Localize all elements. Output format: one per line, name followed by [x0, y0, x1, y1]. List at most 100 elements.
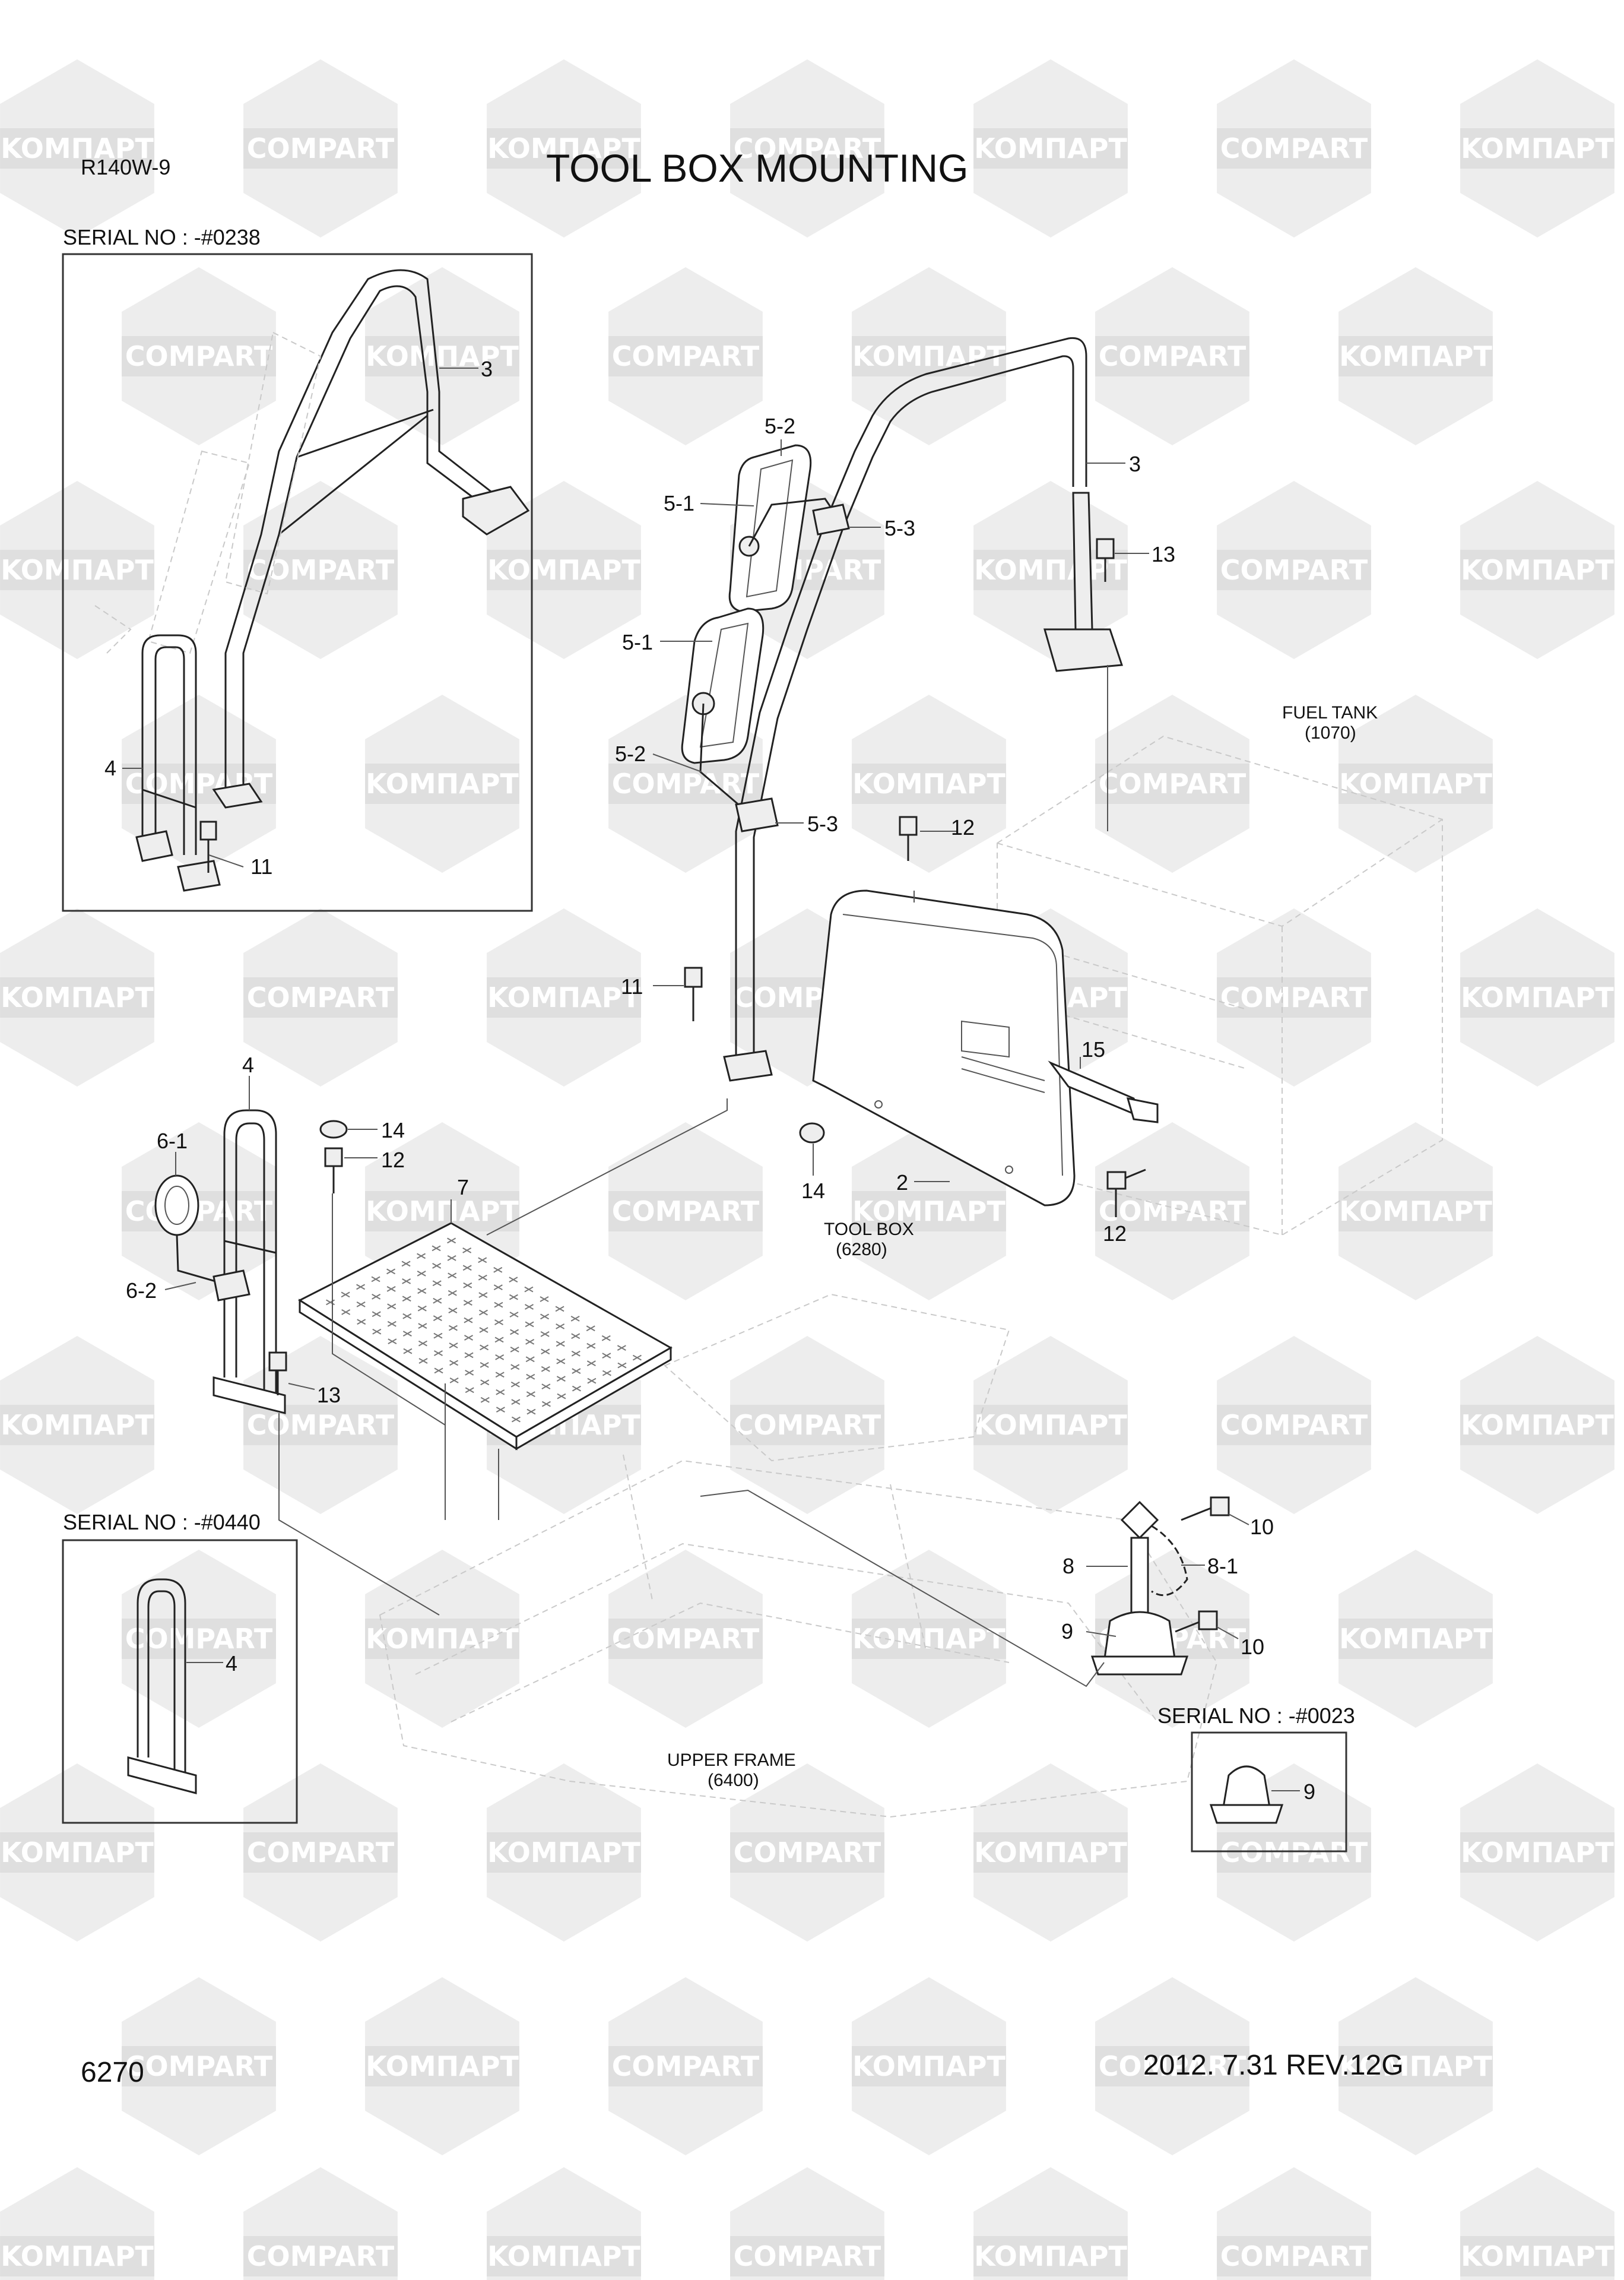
anti-slip-mark	[480, 1396, 490, 1403]
watermark-banner	[852, 764, 1006, 804]
anti-slip-mark	[464, 1335, 473, 1341]
anti-slip-mark	[479, 1327, 489, 1333]
anti-slip-mark	[448, 1325, 458, 1331]
watermark-banner	[487, 2236, 641, 2276]
anti-slip-mark	[557, 1393, 566, 1399]
watermark-text: COMPART	[247, 132, 395, 164]
anti-slip-mark	[402, 1331, 412, 1337]
anti-slip-mark	[462, 1247, 472, 1253]
anti-slip-mark	[372, 1328, 382, 1335]
watermark-banner	[122, 336, 276, 376]
watermark-text: COMPART	[247, 2240, 395, 2272]
watermark-text: COMPART	[1220, 132, 1368, 164]
watermark-text: COMPART	[1220, 2240, 1368, 2272]
anti-slip-mark	[417, 1288, 427, 1294]
watermark-text: KOMПAPT	[1, 1836, 154, 1869]
anti-slip-mark	[434, 1367, 443, 1374]
anti-slip-mark	[464, 1317, 473, 1323]
callout-10-bottom: 10	[1241, 1635, 1264, 1659]
anti-slip-mark	[401, 1261, 411, 1267]
anti-slip-mark	[541, 1348, 550, 1355]
watermark-text: COMPART	[1099, 768, 1246, 800]
watermark-text: KOMПAPT	[1339, 2050, 1492, 2082]
mirror-arm-6-2	[176, 1234, 250, 1302]
watermark-text: COMPART	[125, 340, 273, 372]
anti-slip-mark	[496, 1389, 505, 1395]
watermark-text: COMPART	[1099, 1195, 1246, 1227]
anti-slip-mark	[480, 1361, 489, 1368]
anti-slip-mark	[525, 1304, 534, 1310]
anti-slip-mark	[495, 1372, 505, 1378]
anti-slip-mark	[541, 1383, 551, 1390]
watermark-banner	[1095, 764, 1249, 804]
watermark-banner	[0, 977, 154, 1018]
anti-slip-mark	[555, 1306, 564, 1312]
watermark-banner	[122, 1191, 276, 1231]
anti-slip-mark	[525, 1321, 534, 1328]
tool-box-label: TOOL BOX	[824, 1220, 914, 1239]
watermark-banner	[243, 1832, 398, 1873]
bracket-9-main	[1090, 1611, 1189, 1676]
anti-slip-mark	[449, 1377, 459, 1383]
callout-7: 7	[457, 1175, 469, 1199]
anti-slip-mark	[356, 1284, 366, 1290]
anti-slip-mark	[526, 1373, 535, 1380]
callout-inset1-3: 3	[481, 357, 493, 381]
watermark-banner	[608, 2046, 763, 2086]
anti-slip-mark	[556, 1341, 565, 1347]
anti-slip-mark	[602, 1353, 611, 1359]
watermark-text: KOMПAPT	[366, 340, 519, 372]
watermark-banner	[852, 2046, 1006, 2086]
watermark-banner	[243, 128, 398, 169]
anti-slip-mark	[617, 1345, 626, 1351]
watermark-banner	[1460, 128, 1615, 169]
anti-slip-mark	[387, 1303, 397, 1310]
anti-slip-mark	[402, 1278, 411, 1284]
watermark-banner	[608, 1191, 763, 1231]
inset3-bracket-9	[1209, 1765, 1284, 1824]
anti-slip-mark	[572, 1368, 581, 1375]
anti-slip-mark	[417, 1253, 426, 1259]
watermark-text: COMPART	[1099, 340, 1246, 372]
anti-slip-mark	[541, 1401, 551, 1407]
watermark-text: COMPART	[125, 2050, 273, 2082]
grommet-14-left	[319, 1120, 348, 1139]
watermark-banner	[1338, 336, 1493, 376]
bolt-12-left	[324, 1147, 343, 1193]
anti-slip-mark	[386, 1268, 396, 1275]
callout-inset2-4: 4	[226, 1651, 237, 1676]
anti-slip-mark	[541, 1366, 550, 1372]
watermark-text: KOMПAPT	[852, 768, 1006, 800]
callout-8-1: 8-1	[1207, 1554, 1238, 1578]
watermark-banner	[608, 1619, 763, 1659]
watermark-text: COMPART	[247, 1409, 395, 1441]
watermark-banner	[0, 1405, 154, 1445]
watermark-text: KOMПAPT	[974, 1409, 1127, 1441]
anti-slip-mark	[433, 1332, 443, 1339]
anti-slip-mark	[341, 1309, 351, 1315]
callout-inset1-11: 11	[250, 854, 272, 879]
callout-2: 2	[896, 1170, 908, 1195]
bracket-15	[1048, 1060, 1159, 1123]
anti-slip-mark	[586, 1360, 596, 1367]
anti-slip-mark	[402, 1313, 412, 1319]
watermark-text: COMPART	[612, 2050, 760, 2082]
callout-9-main: 9	[1061, 1619, 1073, 1644]
anti-slip-mark	[357, 1319, 366, 1325]
anti-slip-mark	[493, 1266, 503, 1273]
inset-box-top-left	[62, 253, 533, 912]
inset-serial-label-bottom-right: SERIAL NO : -#0023	[1157, 1703, 1355, 1728]
watermark-banner	[0, 128, 154, 169]
anti-slip-mark	[526, 1408, 536, 1415]
watermark-text: KOMПAPT	[1461, 981, 1614, 1014]
anti-slip-mark	[434, 1350, 443, 1356]
watermark-banner	[1338, 1619, 1493, 1659]
anti-slip-mark	[587, 1378, 597, 1384]
anti-slip-mark	[480, 1379, 490, 1386]
anti-slip-mark	[463, 1282, 472, 1288]
step-plate-7	[297, 1222, 673, 1451]
inset-box-bottom-left	[62, 1539, 298, 1824]
anti-slip-mark	[556, 1323, 565, 1329]
anti-slip-mark	[540, 1313, 550, 1320]
watermark-banner	[1217, 128, 1371, 169]
